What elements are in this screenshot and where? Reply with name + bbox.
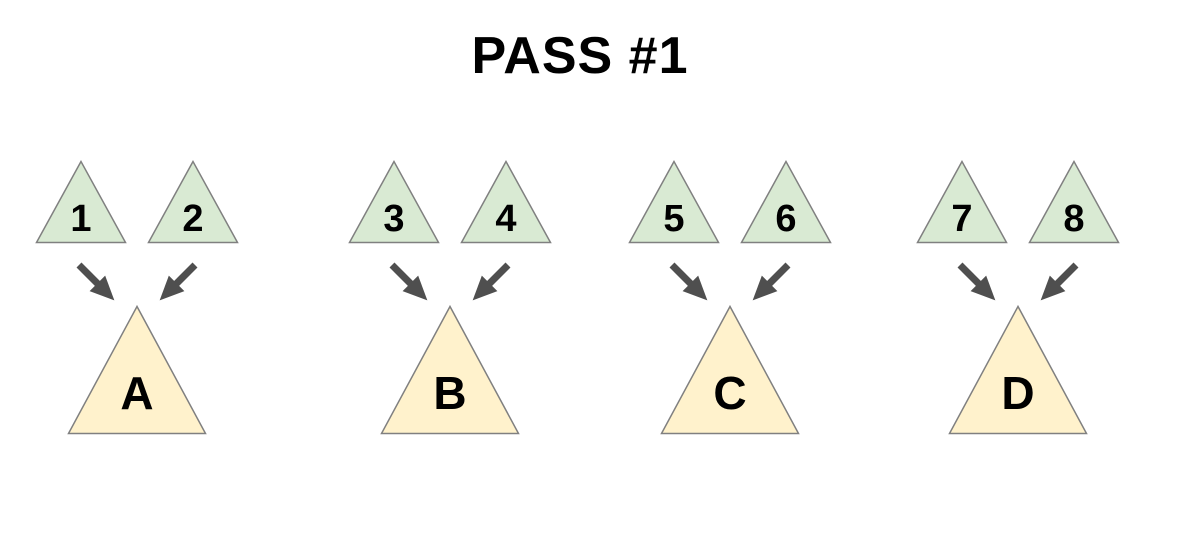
triangle-shape [147, 159, 239, 244]
output-triangle-a: A [67, 304, 207, 435]
triangle-shape [740, 159, 832, 244]
merge-group-c: 5 6 C [610, 159, 850, 435]
input-triangle-6: 6 [740, 159, 832, 244]
input-triangle-2: 2 [147, 159, 239, 244]
triangle-shape [1028, 159, 1120, 244]
triangle-shape [35, 159, 127, 244]
arrow-down-right-icon [669, 262, 708, 301]
output-label: C [713, 367, 746, 419]
page-title: PASS #1 [471, 27, 689, 85]
merge-group-b: 3 4 B [330, 159, 570, 435]
input-triangle-7: 7 [916, 159, 1008, 244]
output-triangle-b: B [380, 304, 520, 435]
input-triangle-3: 3 [348, 159, 440, 244]
input-label: 5 [663, 198, 684, 240]
triangle-shape [628, 159, 720, 244]
input-label: 3 [383, 198, 404, 240]
input-label: 8 [1063, 198, 1084, 240]
merge-group-a: 1 2 A [17, 159, 257, 435]
input-triangle-1: 1 [35, 159, 127, 244]
arrow-down-right-icon [389, 262, 428, 301]
input-triangle-4: 4 [460, 159, 552, 244]
input-triangle-8: 8 [1028, 159, 1120, 244]
triangle-shape [460, 159, 552, 244]
triangle-shape [916, 159, 1008, 244]
arrow-down-left-icon [159, 262, 198, 301]
input-triangle-5: 5 [628, 159, 720, 244]
arrow-down-left-icon [1040, 262, 1079, 301]
output-label: A [120, 367, 153, 419]
arrow-down-left-icon [472, 262, 511, 301]
input-label: 1 [70, 198, 91, 240]
output-label: B [433, 367, 466, 419]
input-label: 7 [951, 198, 972, 240]
output-label: D [1001, 367, 1034, 419]
triangle-shape [67, 304, 207, 435]
input-label: 6 [775, 198, 796, 240]
triangle-shape [948, 304, 1088, 435]
merge-group-d: 7 8 D [898, 159, 1138, 435]
triangle-shape [348, 159, 440, 244]
arrow-down-right-icon [76, 262, 115, 301]
output-triangle-c: C [660, 304, 800, 435]
triangle-shape [660, 304, 800, 435]
arrow-down-left-icon [752, 262, 791, 301]
input-label: 2 [182, 198, 203, 240]
triangle-shape [380, 304, 520, 435]
output-triangle-d: D [948, 304, 1088, 435]
input-label: 4 [495, 198, 516, 240]
arrow-down-right-icon [957, 262, 996, 301]
